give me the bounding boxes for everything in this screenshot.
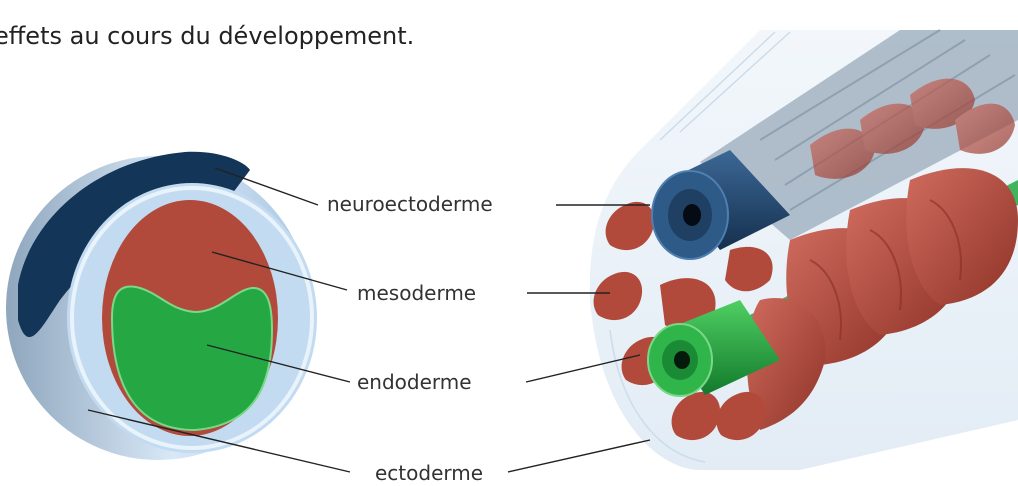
embryo-tube-right xyxy=(590,30,1018,470)
label-mesoderm: mesoderme xyxy=(357,281,476,305)
embryo-section-left xyxy=(6,152,317,460)
label-endoderm: endoderme xyxy=(357,370,472,394)
label-neuroectoderm: neuroectoderme xyxy=(327,192,493,216)
label-ectoderm: ectoderme xyxy=(375,461,483,485)
